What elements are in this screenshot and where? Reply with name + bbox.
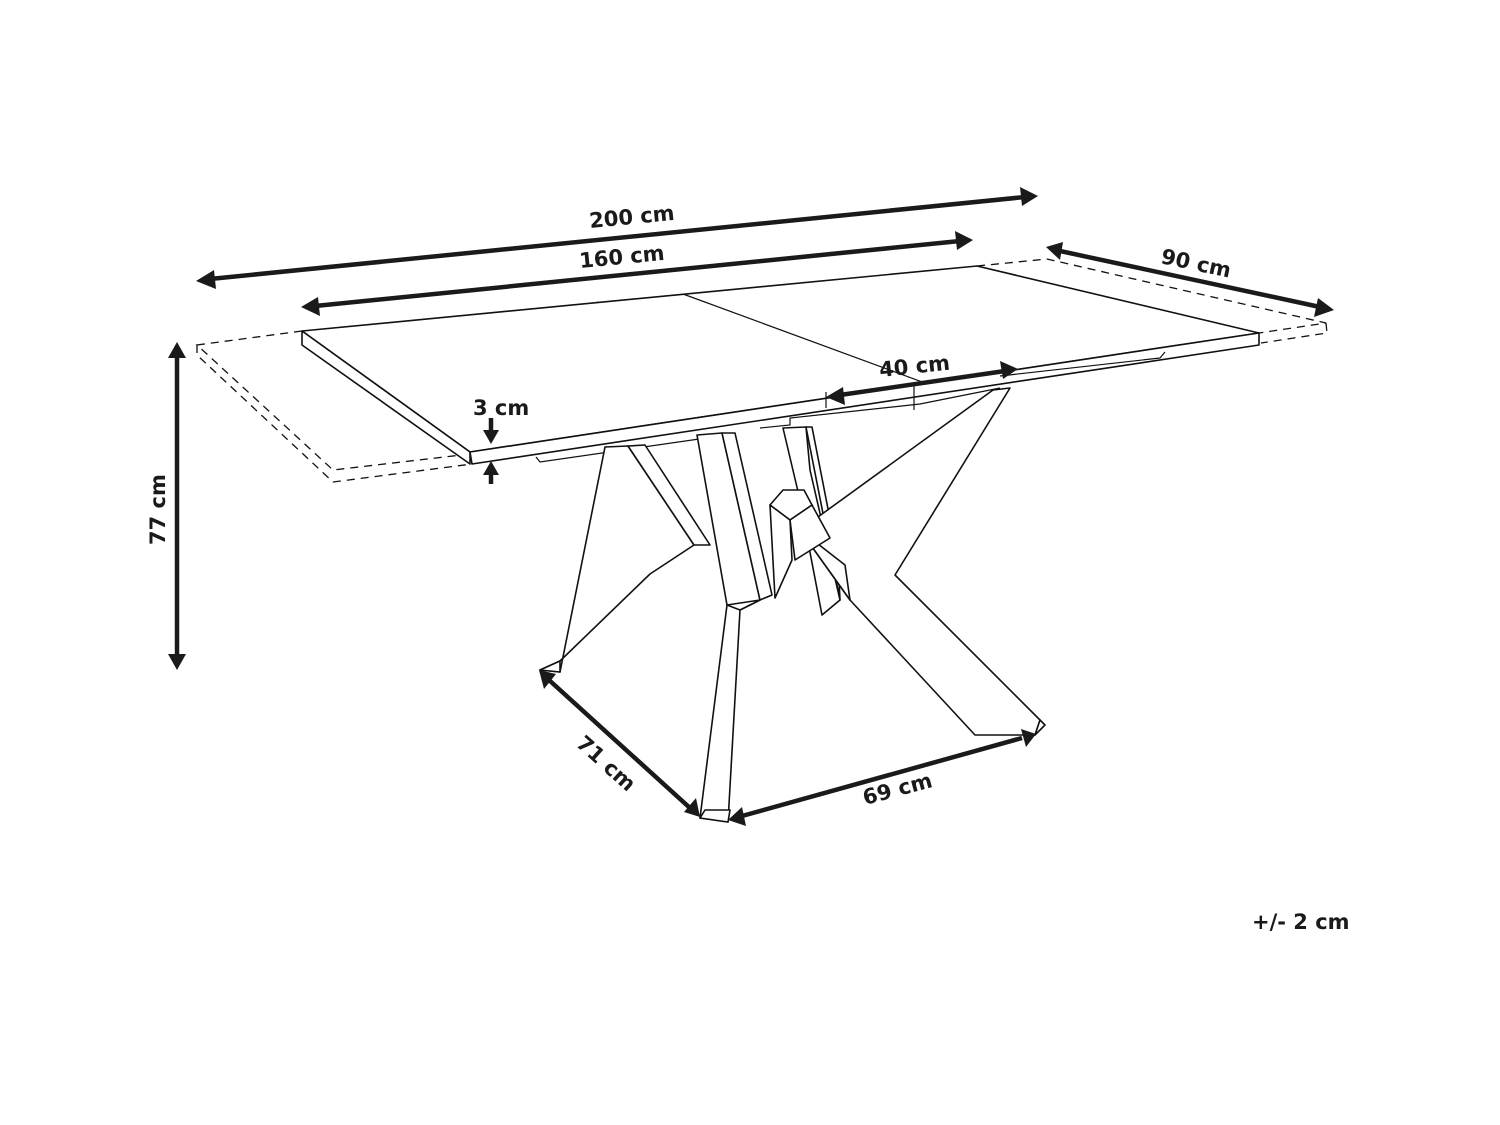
- label-200cm: 200 cm: [588, 201, 675, 233]
- label-71cm: 71 cm: [572, 731, 641, 796]
- table-base: [539, 387, 1046, 823]
- table-top: [301, 265, 1260, 465]
- extension-outline: [195, 258, 1328, 483]
- label-77cm: 77 cm: [146, 474, 170, 545]
- dimension-arrows: [168, 187, 1334, 826]
- tolerance-note: +/- 2 cm: [1252, 910, 1350, 934]
- label-3cm: 3 cm: [473, 396, 529, 420]
- label-160cm: 160 cm: [578, 241, 665, 273]
